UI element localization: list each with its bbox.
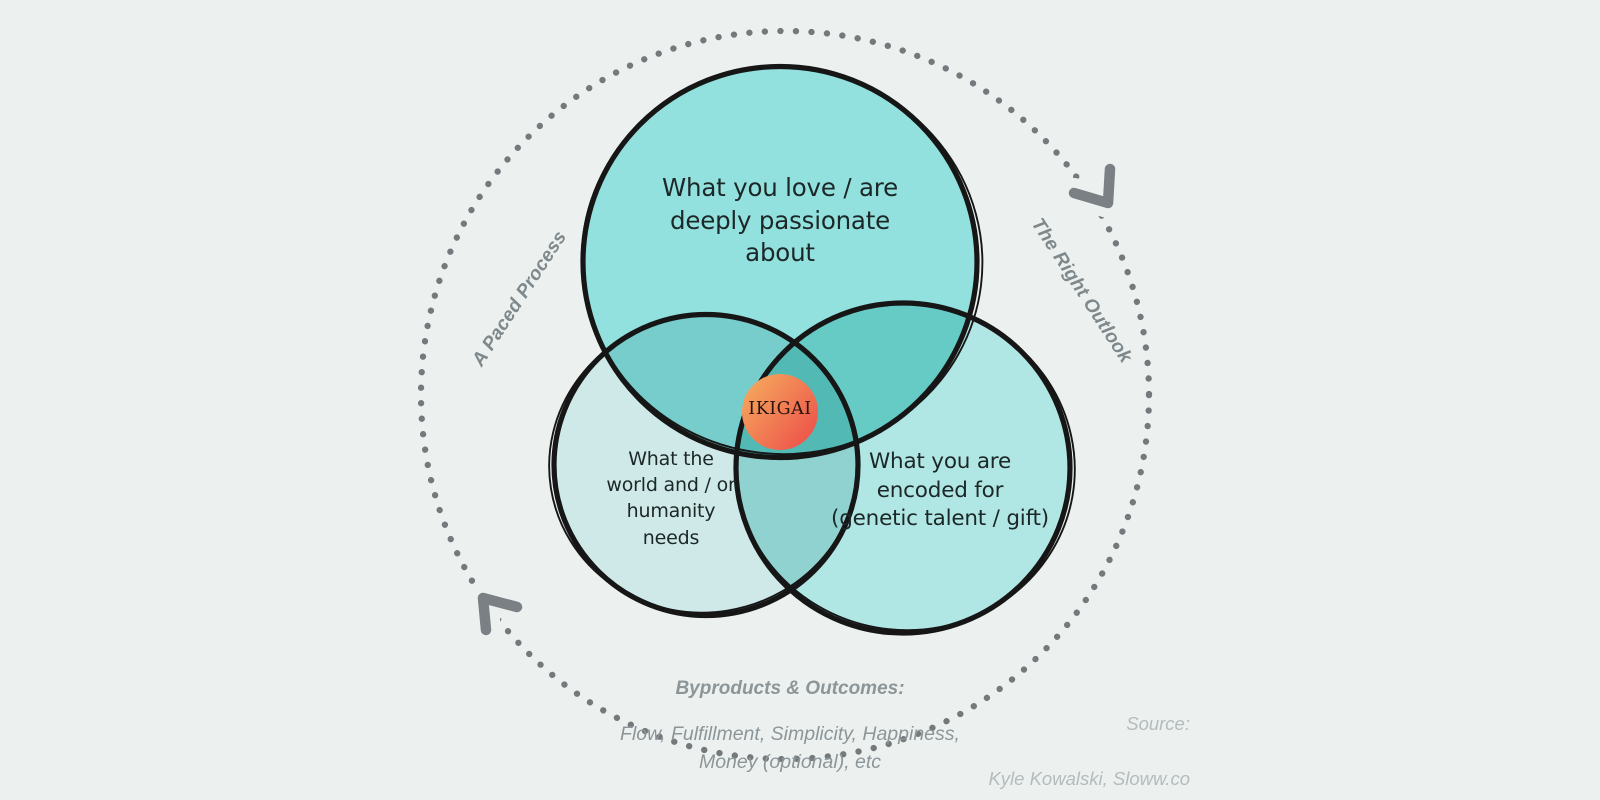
source-prefix: Source: — [1126, 712, 1190, 734]
byproducts-items: Flow, Fulfillment, Simplicity, Happiness… — [620, 723, 960, 773]
circle-label-needs: What the world and / or humanity needs — [606, 448, 736, 549]
byproducts-heading: Byproducts & Outcomes: — [675, 678, 905, 699]
ikigai-center-circle — [742, 374, 818, 450]
circle-label-encoded: What you are encoded for (genetic talent… — [831, 449, 1049, 532]
clockwise-arrow-icon-top-right — [1068, 163, 1116, 209]
circle-outline-encoded-2 — [734, 302, 1076, 632]
circle-outline-love — [580, 63, 980, 461]
circle-label-love: What you love / are deeply passionate ab… — [662, 173, 898, 268]
circle-outline-love-2 — [580, 66, 984, 456]
byproducts-block: Byproducts & Outcomes: Flow, Fulfillment… — [590, 660, 990, 794]
source-text: Kyle Kowalski, Sloww.co — [988, 768, 1190, 790]
dotted-ring — [417, 27, 1153, 763]
circle-outline-needs-2 — [548, 314, 860, 614]
clockwise-arrow-icon-bottom-left — [477, 592, 523, 636]
ikigai-center-label: IKIGAI — [748, 399, 812, 419]
circle-fill-encoded — [736, 301, 1070, 635]
venn-outlines — [548, 63, 1076, 636]
source-attribution: Source: Kyle Kowalski, Sloww.co — [880, 682, 1190, 793]
